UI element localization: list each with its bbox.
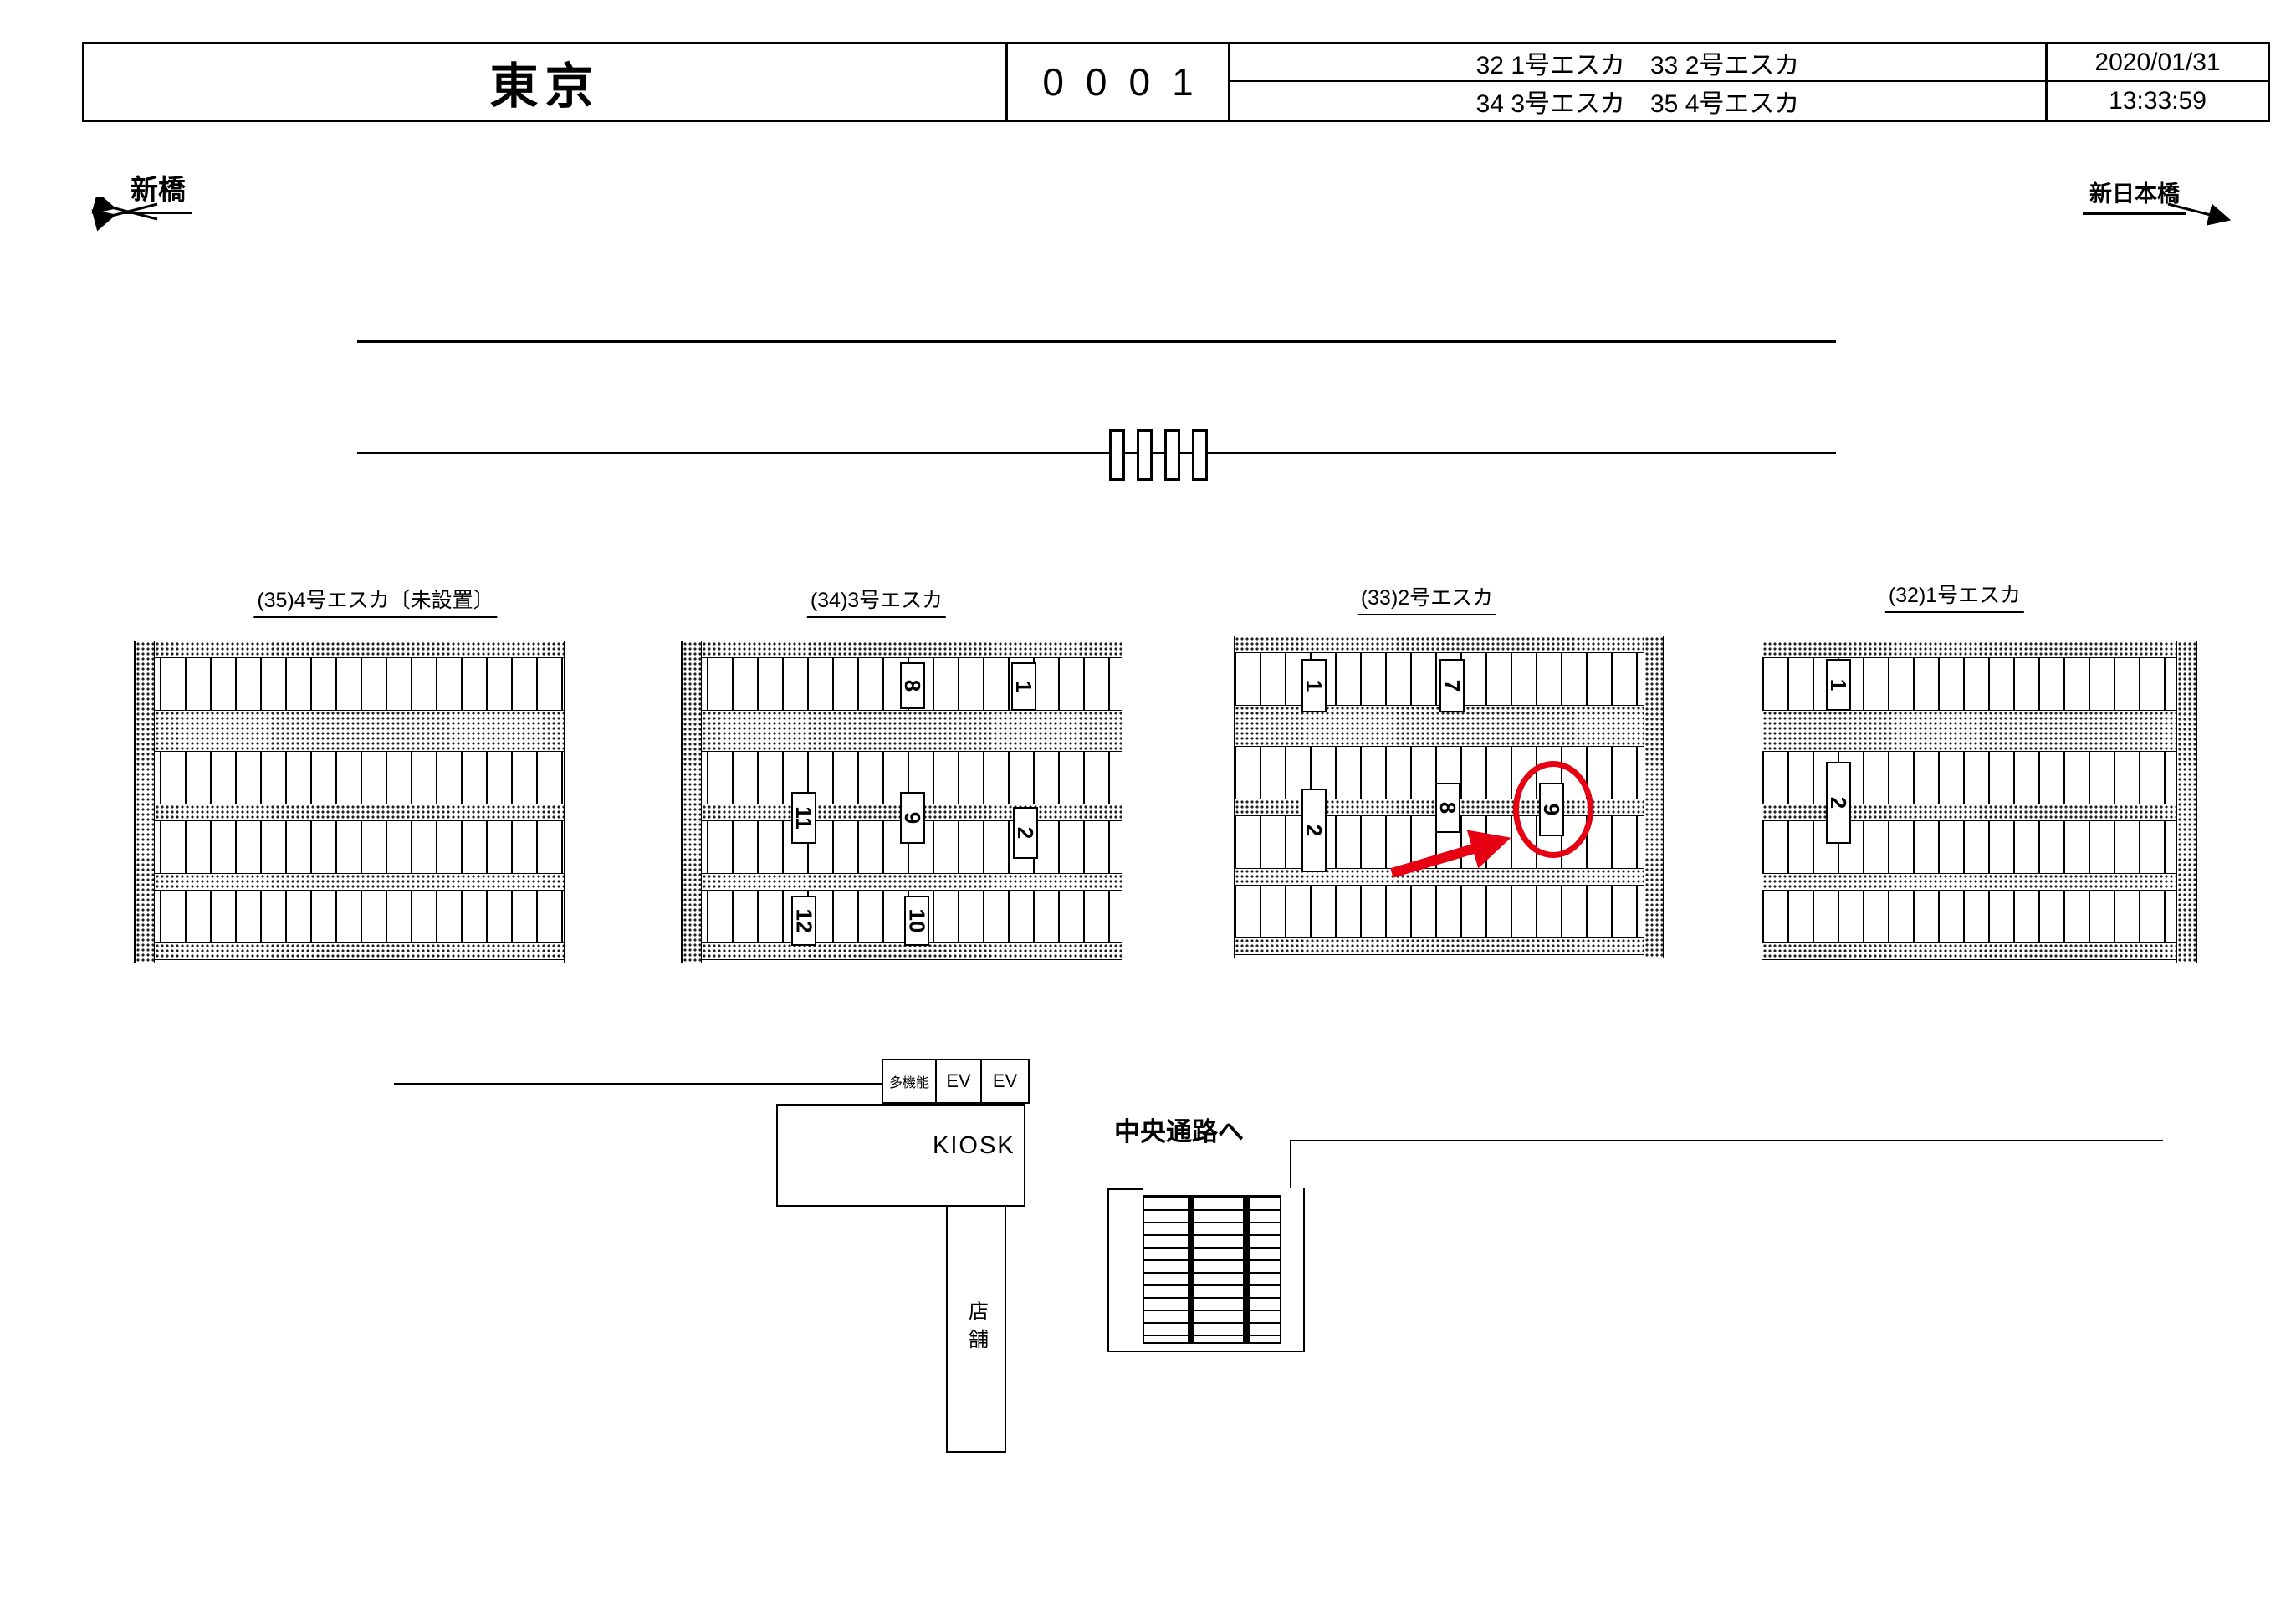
position-plate-1[interactable]: 1 <box>1011 662 1036 711</box>
position-plate-number: 7 <box>1439 679 1465 692</box>
right-direction-arrow-icon <box>2167 202 2232 226</box>
platform-hatch-band <box>135 710 564 752</box>
section-title-escalator-2: (33)2号エスカ <box>1357 581 1497 615</box>
position-plate-number: 12 <box>791 908 817 933</box>
platform-cells-row <box>682 891 1122 942</box>
position-plate-number: 10 <box>904 908 930 933</box>
direction-label-shimbashi: 新橋 <box>124 167 192 214</box>
section-grid-escalator-4 <box>134 641 565 963</box>
platform-hatch-band <box>682 942 1122 960</box>
platform-cells-row <box>1762 891 2196 942</box>
platform-hatch-band <box>682 710 1122 752</box>
section-title-escalator-3: (34)3号エスカ <box>806 584 947 618</box>
elevator-1-label: EV <box>935 1060 980 1102</box>
edge-hatch-strip <box>2176 641 2196 963</box>
edge-hatch-strip <box>682 641 702 963</box>
position-plate-number: 2 <box>1301 824 1327 837</box>
platform-hatch-band <box>135 804 564 821</box>
position-plate-number: 8 <box>900 679 925 692</box>
elevator-2-label: EV <box>980 1060 1028 1102</box>
platform-hatch-band <box>1762 873 2196 891</box>
position-plate-number: 2 <box>1826 796 1851 809</box>
position-plate-number: 2 <box>1013 826 1038 840</box>
stairs-handrail <box>1243 1195 1250 1344</box>
escalator-list: 32 1号エスカ 33 2号エスカ 34 3号エスカ 35 4号エスカ <box>1228 44 2045 120</box>
track-line-upper <box>357 340 1836 343</box>
position-plate-7[interactable]: 7 <box>1439 659 1465 712</box>
platform-hatch-band <box>1235 868 1664 886</box>
position-plate-number: 1 <box>1826 678 1851 692</box>
stairs-handrail <box>1188 1195 1194 1344</box>
position-plate-1[interactable]: 1 <box>1826 659 1851 711</box>
position-plate-11[interactable]: 11 <box>791 792 816 844</box>
platform-hatch-band <box>1235 937 1664 955</box>
central-passage-stairs <box>1107 1188 1305 1352</box>
position-plate-2[interactable]: 2 <box>1826 762 1851 844</box>
section-title-escalator-1: (32)1号エスカ <box>1884 579 2025 613</box>
shop-area: 店舗 <box>946 1205 1006 1453</box>
platform-hatch-band <box>1762 804 2196 821</box>
platform-hatch-band <box>135 873 564 891</box>
header-bar: 東京 0001 32 1号エスカ 33 2号エスカ 34 3号エスカ 35 4号… <box>82 42 2270 122</box>
platform-hatch-band <box>1762 942 2196 960</box>
escalator-list-line1: 32 1号エスカ 33 2号エスカ <box>1230 44 2045 82</box>
multi-function-toilet-label: 多機能 <box>888 1076 929 1090</box>
edge-hatch-strip <box>1644 636 1664 958</box>
position-plate-9[interactable]: 9 <box>900 792 925 844</box>
datetime-panel: 2020/01/31 13:33:59 <box>2045 44 2268 120</box>
concourse-wall-line-left <box>394 1083 882 1085</box>
track-line-lower <box>357 452 1836 454</box>
stairs-wall-stub <box>1109 1188 1143 1190</box>
platform-cells-row <box>1235 886 1664 937</box>
date-text: 2020/01/31 <box>2048 44 2268 82</box>
central-passage-label: 中央通路へ <box>1114 1117 1244 1147</box>
section-title-escalator-4: (35)4号エスカ〔未設置〕 <box>253 584 498 618</box>
platform-cells-row <box>135 891 564 942</box>
selection-circle-annotation <box>1513 761 1593 858</box>
position-plate-8[interactable]: 8 <box>900 662 925 709</box>
platform-cells-row <box>135 658 564 710</box>
shop-label: 店舗 <box>964 1300 988 1357</box>
direction-label-shin-nihombashi: 新日本橋 <box>2083 176 2186 215</box>
station-name: 東京 <box>489 59 601 114</box>
position-plate-2[interactable]: 2 <box>1013 807 1038 859</box>
screen-code: 0001 <box>1005 44 1228 120</box>
position-plate-10[interactable]: 10 <box>904 896 929 946</box>
platform-hatch-band <box>135 641 564 658</box>
platform-hatch-band <box>682 873 1122 891</box>
platform-cells-row <box>135 821 564 873</box>
concourse-wall-line-right <box>1290 1140 2163 1141</box>
position-plate-1[interactable]: 1 <box>1301 659 1327 712</box>
position-plate-number: 1 <box>1301 679 1327 692</box>
position-plate-number: 8 <box>1435 801 1460 815</box>
kiosk-label: KIOSK <box>933 1132 1015 1159</box>
position-plate-12[interactable]: 12 <box>791 896 816 946</box>
left-direction-arrow-icon <box>91 197 158 232</box>
position-plate-number: 11 <box>791 806 816 830</box>
position-plate-number: 9 <box>900 811 925 825</box>
stairs-symbol-bar <box>1164 429 1180 481</box>
escalator-list-line2: 34 3号エスカ 35 4号エスカ <box>1475 89 1800 118</box>
position-plate-number: 1 <box>1011 680 1036 693</box>
elevator-block: 多機能 EV EV <box>882 1059 1030 1104</box>
concourse-wall-corner <box>1290 1140 1291 1188</box>
stairs-symbol-bar <box>1192 429 1208 481</box>
time-text: 13:33:59 <box>2109 86 2207 115</box>
edge-hatch-strip <box>135 641 155 963</box>
platform-cells-row <box>135 752 564 804</box>
platform-hatch-band <box>1235 636 1664 653</box>
stairs-symbol-bar <box>1137 429 1153 481</box>
platform-hatch-band <box>135 942 564 960</box>
platform-hatch-band <box>682 641 1122 658</box>
stairs-steps <box>1143 1195 1281 1344</box>
platform-hatch-band <box>1762 710 2196 752</box>
stairs-symbol-bar <box>1109 429 1125 481</box>
position-plate-8[interactable]: 8 <box>1435 783 1460 833</box>
platform-hatch-band <box>1762 641 2196 658</box>
position-plate-2[interactable]: 2 <box>1301 789 1327 872</box>
kiosk-area: KIOSK <box>776 1104 1025 1207</box>
